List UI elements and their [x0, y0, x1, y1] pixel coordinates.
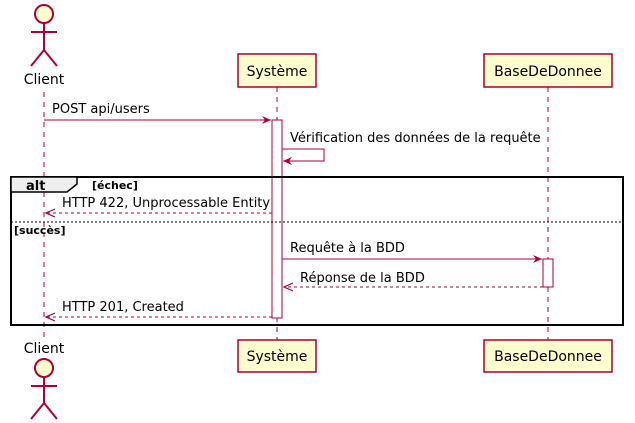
alt-guard-echec: [échec] [92, 179, 138, 192]
message-http-201: HTTP 201, Created [46, 300, 272, 317]
message-http-422-label: HTTP 422, Unprocessable Entity [62, 196, 270, 211]
message-requete-label: Requête à la BDD [290, 241, 405, 256]
participant-systeme-bottom: Système [237, 339, 317, 373]
actor-client-bottom: Client [24, 341, 65, 420]
participant-bdd-label-top: BaseDeDonnee [494, 64, 602, 80]
participant-systeme-top: Système [237, 53, 317, 88]
message-http-422: HTTP 422, Unprocessable Entity [46, 196, 272, 213]
actor-client-label-top: Client [24, 72, 65, 88]
message-post-label: POST api/users [52, 102, 150, 117]
participant-bdd-bottom: BaseDeDonnee [483, 339, 613, 373]
participant-bdd-top: BaseDeDonnee [483, 53, 613, 88]
message-post-api-users: POST api/users [44, 102, 271, 124]
participant-systeme-label-top: Système [247, 64, 308, 80]
message-http-201-label: HTTP 201, Created [62, 300, 184, 315]
actor-head-icon [34, 358, 54, 378]
alt-fragment: alt [échec] [succès] [10, 176, 624, 326]
message-verification-self: Vérification des données de la requête [282, 131, 541, 165]
actor-head-icon [34, 4, 54, 24]
actor-client-top: Client [24, 4, 65, 88]
alt-keyword: alt [26, 179, 45, 194]
alt-guard-succes: [succès] [14, 224, 65, 237]
activation-systeme [271, 119, 283, 319]
participant-bdd-label-bottom: BaseDeDonnee [494, 349, 602, 365]
actor-client-label-bottom: Client [24, 341, 65, 357]
message-requete-bdd: Requête à la BDD [282, 241, 542, 263]
message-reponse-label: Réponse de la BDD [300, 271, 425, 286]
message-verification-label: Vérification des données de la requête [290, 131, 541, 146]
activation-bdd [542, 258, 554, 288]
participant-systeme-label-bottom: Système [247, 349, 308, 365]
message-reponse-bdd: Réponse de la BDD [284, 271, 543, 287]
